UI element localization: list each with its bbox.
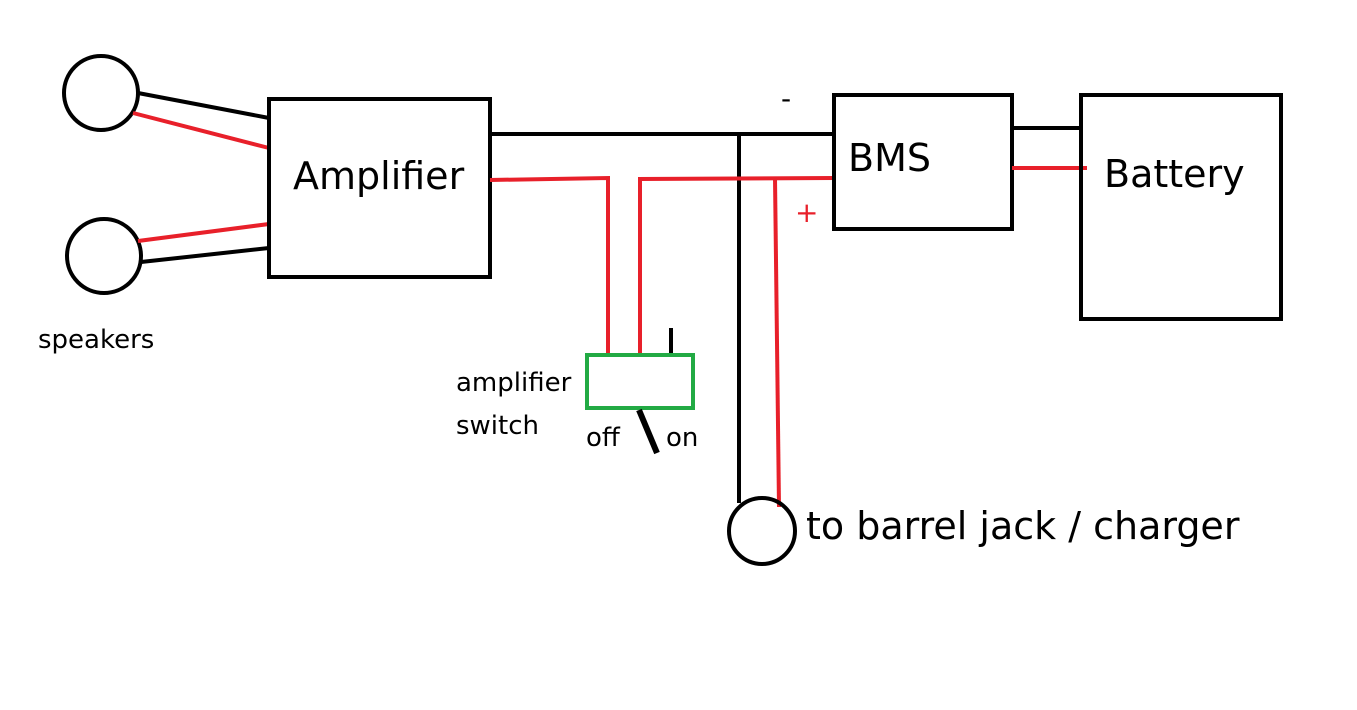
amplifier-to-switch-red-wire <box>489 175 610 354</box>
battery-box <box>1079 93 1283 321</box>
speakers-label: speakers <box>38 325 154 355</box>
switch-off-label: off <box>586 423 621 453</box>
speaker-top-red-wire <box>132 111 270 150</box>
amplifier-box <box>267 97 492 279</box>
switch-on-label: on <box>666 423 698 453</box>
switch-label-line1: amplifier <box>456 368 572 398</box>
amplifier-switch-box <box>585 353 695 410</box>
barrel-jack-icon <box>727 496 797 566</box>
amplifier-label: Amplifier <box>293 154 465 198</box>
switch-to-bms-red-wire <box>638 176 835 354</box>
speaker-bottom-red-wire <box>137 222 270 243</box>
speaker-top-icon <box>62 54 140 132</box>
jack-positive-wire <box>773 177 781 508</box>
switch-lever <box>636 408 660 455</box>
bms-box <box>832 93 1014 231</box>
speaker-top-black-wire <box>137 91 270 120</box>
switch-label-line2: switch <box>456 411 539 441</box>
negative-sign-label: - <box>781 82 791 115</box>
speaker-bottom-icon <box>65 217 143 295</box>
positive-sign-label: + <box>795 196 818 229</box>
battery-label: Battery <box>1104 152 1245 196</box>
bms-label: BMS <box>848 136 931 180</box>
speaker-bottom-black-wire <box>140 246 270 264</box>
barrel-jack-label: to barrel jack / charger <box>806 504 1240 548</box>
